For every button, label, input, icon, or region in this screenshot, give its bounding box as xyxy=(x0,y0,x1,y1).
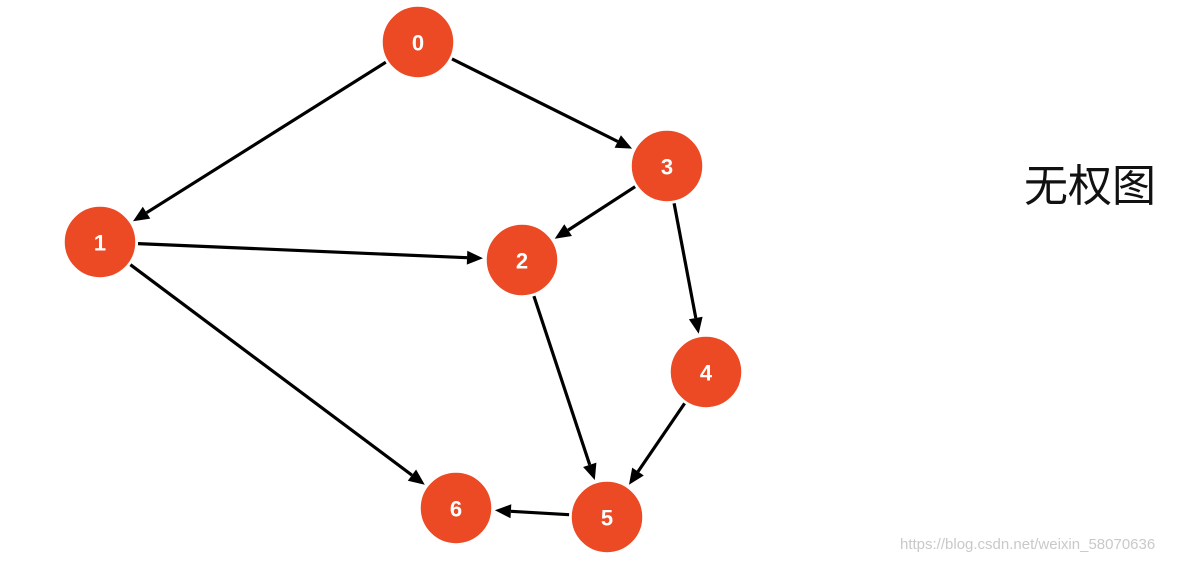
node-circle xyxy=(419,471,493,545)
edges-layer xyxy=(129,57,703,519)
arrowhead-2-to-5 xyxy=(583,462,597,480)
arrowhead-4-to-5 xyxy=(629,467,644,485)
node-4: 4 xyxy=(669,335,743,409)
node-circle xyxy=(381,5,455,79)
arrowhead-0-to-3 xyxy=(614,135,633,149)
node-label: 1 xyxy=(94,231,106,256)
node-5: 5 xyxy=(570,480,644,554)
node-6: 6 xyxy=(419,471,493,545)
node-0: 0 xyxy=(381,5,455,79)
arrowhead-3-to-4 xyxy=(688,316,703,334)
watermark: https://blog.csdn.net/weixin_58070636 xyxy=(900,536,1156,553)
node-circle xyxy=(63,205,137,279)
node-1: 1 xyxy=(63,205,137,279)
edge-1-to-6 xyxy=(129,263,413,477)
node-label: 4 xyxy=(700,361,713,386)
node-circle xyxy=(485,223,559,297)
node-label: 2 xyxy=(516,249,528,274)
node-label: 5 xyxy=(601,506,613,531)
edge-1-to-2 xyxy=(137,242,468,260)
node-label: 3 xyxy=(661,155,673,180)
node-circle xyxy=(669,335,743,409)
node-3: 3 xyxy=(630,129,704,203)
node-circle xyxy=(570,480,644,554)
node-circle xyxy=(630,129,704,203)
arrowhead-1-to-2 xyxy=(466,250,483,265)
arrowhead-5-to-6 xyxy=(494,504,512,519)
arrowhead-3-to-2 xyxy=(554,224,572,239)
arrowhead-0-to-1 xyxy=(133,206,151,222)
nodes-layer: 0 1 2 3 4 5 6 xyxy=(63,5,743,554)
node-label: 6 xyxy=(450,497,462,522)
edge-4-to-5 xyxy=(636,402,686,473)
arrowhead-1-to-6 xyxy=(407,469,425,485)
edge-5-to-6 xyxy=(510,509,570,517)
edge-0-to-3 xyxy=(451,57,619,143)
edge-3-to-4 xyxy=(672,203,698,319)
edge-0-to-1 xyxy=(145,60,387,215)
node-2: 2 xyxy=(485,223,559,297)
edge-3-to-2 xyxy=(567,185,636,232)
edge-2-to-5 xyxy=(532,295,592,466)
node-label: 0 xyxy=(412,31,424,56)
graph-title: 无权图 xyxy=(1024,161,1156,212)
